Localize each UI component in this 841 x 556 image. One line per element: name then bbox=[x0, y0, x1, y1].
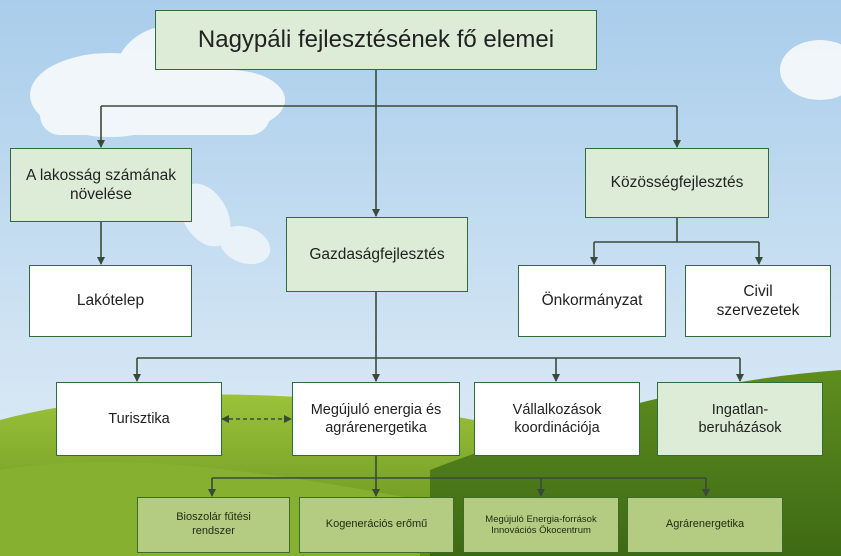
node-municipality-label: Önkormányzat bbox=[541, 292, 643, 310]
node-innovation: Megújuló Energia-források Innovációs Öko… bbox=[463, 497, 619, 553]
cloud-right bbox=[780, 40, 841, 100]
node-housing-label: Lakótelep bbox=[76, 292, 145, 310]
node-population: A lakosság számának növelése bbox=[10, 148, 192, 222]
node-biosolar: Bioszolár fűtési rendszer bbox=[137, 497, 290, 553]
node-renewable-label: Megújuló energia és agrárenergetika bbox=[310, 401, 442, 436]
node-innovation-label: Megújuló Energia-források Innovációs Öko… bbox=[485, 513, 597, 536]
leaf-decoration bbox=[179, 183, 271, 265]
node-economy: Gazdaságfejlesztés bbox=[286, 217, 468, 292]
title-text: Nagypáli fejlesztésének fő elemei bbox=[197, 26, 555, 53]
node-tourism: Turisztika bbox=[56, 382, 222, 456]
node-business: Vállalkozások koordinációja bbox=[474, 382, 640, 456]
node-cogeneration: Kogenerációs erőmű bbox=[299, 497, 454, 553]
node-municipality: Önkormányzat bbox=[518, 265, 666, 337]
node-renewable: Megújuló energia és agrárenergetika bbox=[292, 382, 460, 456]
node-biosolar-label: Bioszolár fűtési rendszer bbox=[176, 511, 251, 537]
node-realestate-label: Ingatlan-beruházások bbox=[698, 401, 782, 436]
node-civil-label: Civil szervezetek bbox=[716, 282, 800, 319]
node-tourism-label: Turisztika bbox=[108, 410, 170, 427]
node-community-label: Közösségfejlesztés bbox=[610, 174, 744, 192]
node-population-label: A lakosság számának növelése bbox=[26, 166, 176, 203]
node-community: Közösségfejlesztés bbox=[585, 148, 769, 218]
node-housing: Lakótelep bbox=[29, 265, 192, 337]
node-realestate: Ingatlan-beruházások bbox=[657, 382, 823, 456]
node-agroenergy-label: Agrárenergetika bbox=[665, 518, 745, 531]
node-agroenergy: Agrárenergetika bbox=[627, 497, 783, 553]
node-economy-label: Gazdaságfejlesztés bbox=[309, 245, 445, 263]
node-cogeneration-label: Kogenerációs erőmű bbox=[325, 518, 428, 531]
node-business-label: Vállalkozások koordinációja bbox=[512, 401, 602, 436]
title-box: Nagypáli fejlesztésének fő elemei bbox=[155, 10, 597, 70]
node-civil: Civil szervezetek bbox=[685, 265, 831, 337]
